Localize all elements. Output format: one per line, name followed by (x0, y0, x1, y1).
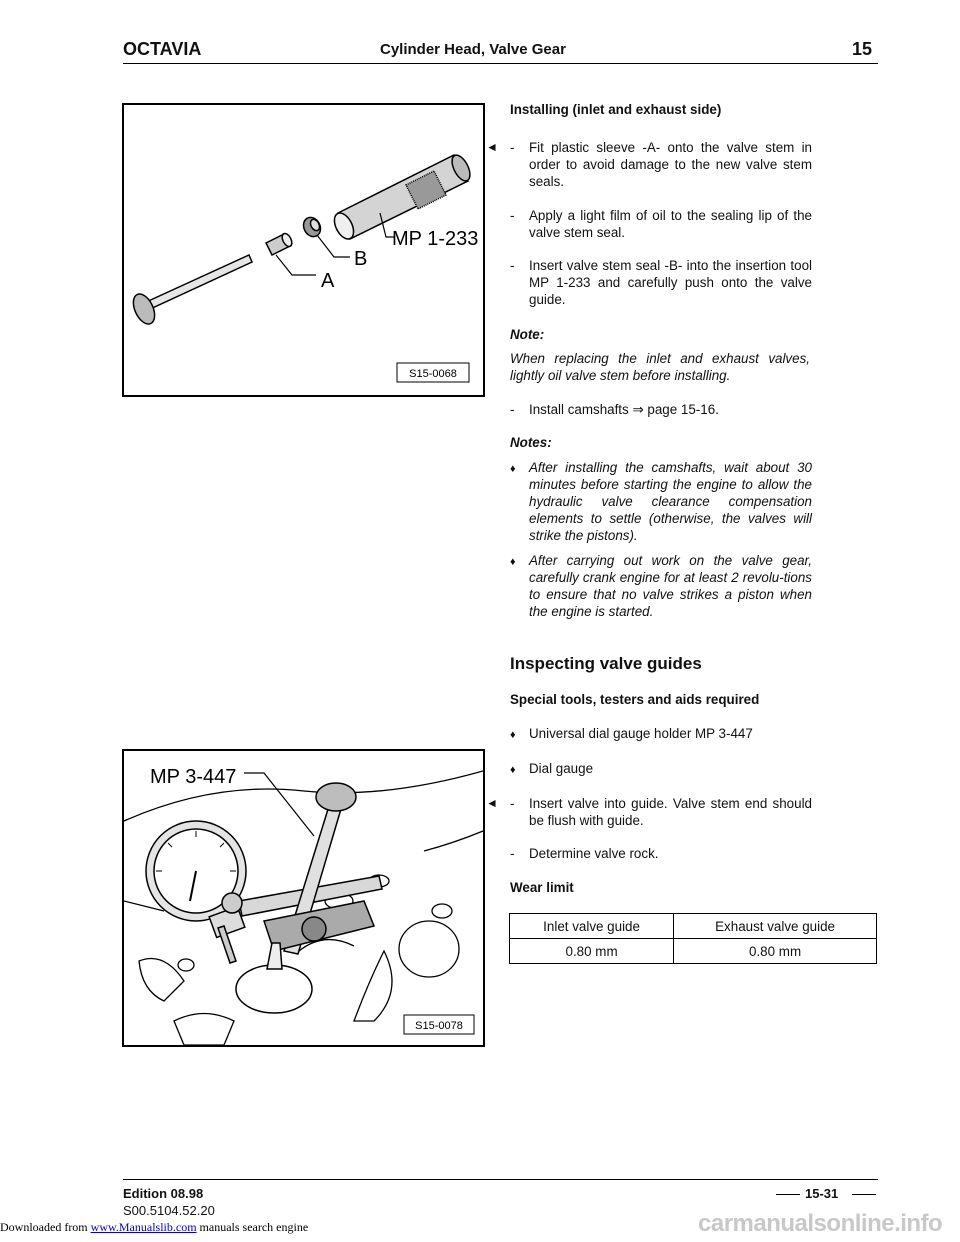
footer-page-line (776, 1194, 800, 1195)
install-step-4: Install camshafts ⇒ page 15-16. (529, 402, 719, 417)
bullet-icon: ♦ (510, 463, 516, 475)
tool-item-2: Dial gauge (529, 761, 594, 776)
manualslib-link[interactable]: www.Manualslib.com (90, 1220, 197, 1234)
figure-valve-seal: A B MP 1-233 S15-0068 (122, 103, 485, 397)
figure-code: S15-0068 (409, 368, 457, 380)
tools-label: Special tools, testers and aids required (510, 692, 760, 707)
footer-page-line (852, 1194, 876, 1195)
table-cell-exhaust: 0.80 mm (673, 938, 877, 964)
step-dash: - (510, 846, 515, 861)
inspect-step-2: Determine valve rock. (529, 846, 659, 861)
note-item-2: After carrying out work on the valve gea… (529, 553, 812, 619)
download-suffix: manuals search engine (196, 1220, 309, 1234)
install-heading: Installing (inlet and exhaust side) (510, 102, 722, 117)
table-row: 0.80 mm 0.80 mm (508, 938, 877, 964)
bullet-icon: ♦ (510, 729, 516, 741)
header-section: Cylinder Head, Valve Gear (380, 41, 566, 58)
notes-label: Notes: (510, 435, 552, 450)
dial-gauge-illustration: MP 3-447 S15-0078 (124, 766, 483, 1045)
footer-page-number: 15-31 (805, 1186, 839, 1201)
table-header-inlet: Inlet valve guide (508, 913, 675, 939)
watermark: carmanualsonline.info (698, 1210, 943, 1237)
header-model: OCTAVIA (123, 39, 202, 59)
download-notice: Downloaded from www.Manualslib.com manua… (0, 1220, 308, 1235)
wear-limit-table: Inlet valve guide Exhaust valve guide 0.… (508, 913, 877, 964)
note-item-1: After installing the camshafts, wait abo… (529, 460, 812, 543)
figure-code: S15-0078 (415, 1020, 463, 1032)
valve-seal-illustration: A B MP 1-233 S15-0068 (132, 154, 478, 383)
step-dash: - (510, 208, 515, 223)
tool-item-1: Universal dial gauge holder MP 3-447 (529, 726, 753, 741)
label-tool-mp1-233: MP 1-233 (392, 228, 478, 250)
label-tool-mp3-447: MP 3-447 (150, 766, 236, 788)
step-dash: - (510, 140, 515, 155)
wear-limit-label: Wear limit (510, 880, 574, 895)
label-b: B (354, 248, 367, 270)
table-header-exhaust: Exhaust valve guide (673, 913, 877, 939)
bullet-icon: ♦ (510, 556, 516, 568)
install-step-3: Insert valve stem seal -B- into the inse… (529, 258, 812, 307)
step-dash: - (510, 796, 515, 811)
inspect-step-1: Insert valve into guide. Valve stem end … (529, 796, 812, 828)
download-prefix: Downloaded from (0, 1220, 91, 1234)
table-cell-inlet: 0.80 mm (508, 938, 675, 964)
figure-dial-gauge: MP 3-447 S15-0078 (122, 749, 485, 1047)
note-text: When replacing the inlet and exhaust val… (510, 351, 810, 383)
inspect-heading: Inspecting valve guides (510, 654, 702, 673)
step-dash: - (510, 402, 515, 417)
step-dash: - (510, 258, 515, 273)
footer-code: S00.5104.52.20 (123, 1203, 215, 1218)
header-rule (123, 63, 878, 64)
install-step-2: Apply a light film of oil to the sealing… (529, 208, 812, 240)
figure-reference-arrow: ◄ (486, 140, 498, 154)
note-label: Note: (510, 327, 545, 342)
header-group: 15 (852, 39, 873, 59)
bullet-icon: ♦ (510, 764, 516, 776)
figure-reference-arrow: ◄ (486, 796, 498, 810)
install-step-1: Fit plastic sleeve -A- onto the valve st… (529, 140, 812, 189)
table-row: Inlet valve guide Exhaust valve guide (508, 913, 877, 939)
footer-rule (123, 1179, 878, 1180)
footer-edition: Edition 08.98 (123, 1186, 204, 1201)
label-a: A (321, 270, 335, 292)
